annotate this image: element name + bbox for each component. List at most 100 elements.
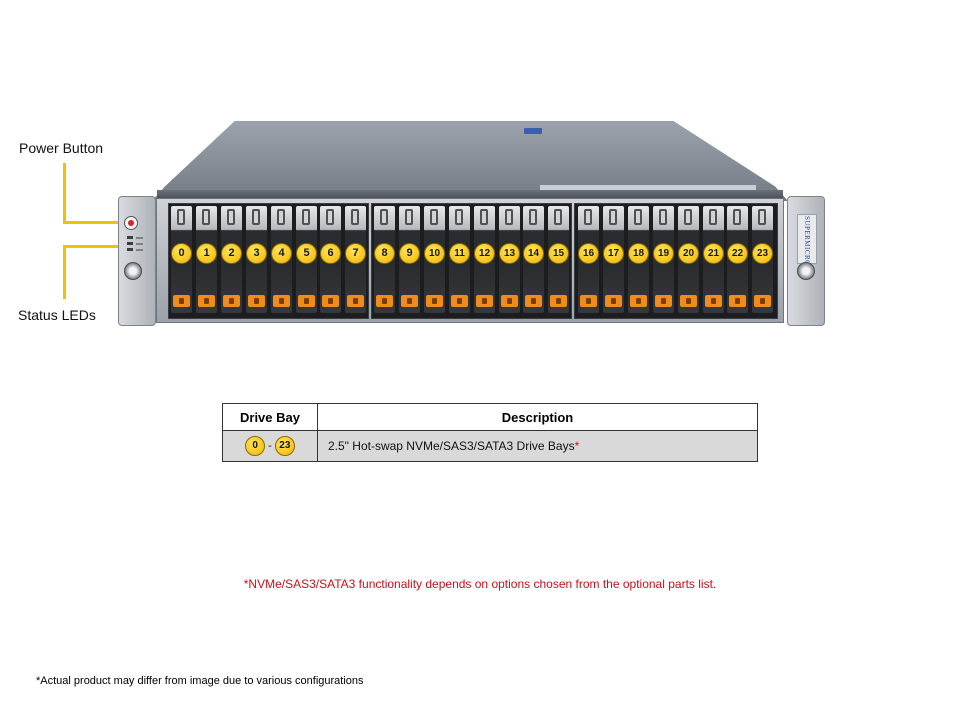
drive-bay-number: 16: [578, 243, 599, 264]
led-label-3: [136, 249, 143, 251]
drive-bay-number: 3: [246, 243, 267, 264]
drive-bay-table: Drive Bay Description 0-23 2.5" Hot-swap…: [222, 403, 758, 462]
chassis-top-rim: [157, 190, 783, 199]
chassis-top-label: [540, 185, 756, 190]
power-button[interactable]: [124, 216, 138, 230]
drive-bay-number: 6: [320, 243, 341, 264]
led-label-2: [136, 243, 143, 245]
bay-start-badge: 0: [245, 436, 266, 456]
description-asterisk: *: [574, 439, 580, 453]
table-row: 0-23 2.5" Hot-swap NVMe/SAS3/SATA3 Drive…: [222, 430, 758, 462]
status-led-1: [127, 236, 133, 239]
drive-tray-handle: [177, 209, 185, 225]
drive-release-latch[interactable]: [322, 295, 339, 307]
drive-tray-handle: [430, 209, 438, 225]
drive-release-latch[interactable]: [273, 295, 290, 307]
drive-tray-handle: [252, 209, 260, 225]
drive-tray-handle: [554, 209, 562, 225]
drive-bay-number: 5: [296, 243, 317, 264]
drive-bay-number: 12: [474, 243, 495, 264]
status-led-2: [127, 242, 133, 245]
functionality-footnote: *NVMe/SAS3/SATA3 functionality depends o…: [243, 577, 717, 591]
drive-release-latch[interactable]: [198, 295, 215, 307]
drive-tray-handle: [609, 209, 617, 225]
drive-bay-number: 22: [727, 243, 748, 264]
brand-logo: SUPERMICRO: [803, 216, 811, 262]
drive-tray-handle: [302, 209, 310, 225]
power-button-label: Power Button: [19, 140, 104, 156]
drive-bay-number: 21: [703, 243, 724, 264]
drive-bay-number: 10: [424, 243, 445, 264]
drive-release-latch[interactable]: [754, 295, 771, 307]
drive-bay-number: 8: [374, 243, 395, 264]
drive-release-latch[interactable]: [451, 295, 468, 307]
drive-tray-handle: [684, 209, 692, 225]
drive-bay-number: 2: [221, 243, 242, 264]
drive-bay-number: 15: [548, 243, 569, 264]
status-leds-leader-horizontal: [63, 245, 123, 248]
drive-bay-number: 9: [399, 243, 420, 264]
drive-release-latch[interactable]: [525, 295, 542, 307]
drive-release-latch[interactable]: [298, 295, 315, 307]
drive-tray-handle: [351, 209, 359, 225]
drive-bay-number: 1: [196, 243, 217, 264]
status-leds-label: Status LEDs: [18, 307, 96, 323]
drive-bay-number: 4: [271, 243, 292, 264]
drive-release-latch[interactable]: [501, 295, 518, 307]
drive-release-latch[interactable]: [550, 295, 567, 307]
drive-release-latch[interactable]: [401, 295, 418, 307]
drive-bay-number: 17: [603, 243, 624, 264]
drive-tray-handle: [733, 209, 741, 225]
drive-tray-handle: [505, 209, 513, 225]
bay-end-badge: 23: [274, 436, 295, 456]
drive-release-latch[interactable]: [605, 295, 622, 307]
drive-tray-handle: [405, 209, 413, 225]
drive-release-latch[interactable]: [476, 295, 493, 307]
drive-release-latch[interactable]: [630, 295, 647, 307]
drive-tray-handle: [227, 209, 235, 225]
header-description: Description: [317, 403, 758, 431]
drive-release-latch[interactable]: [729, 295, 746, 307]
drive-tray-handle: [634, 209, 642, 225]
table-header-row: Drive Bay Description: [222, 403, 758, 431]
left-rack-ear: [118, 196, 156, 326]
drive-tray-handle: [277, 209, 285, 225]
drive-bay-number: 0: [171, 243, 192, 264]
drive-tray-handle: [529, 209, 537, 225]
drive-tray-handle: [709, 209, 717, 225]
right-thumb-screw[interactable]: [797, 262, 815, 280]
description-text: 2.5" Hot-swap NVMe/SAS3/SATA3 Drive Bays: [328, 439, 575, 453]
drive-release-latch[interactable]: [223, 295, 240, 307]
product-disclaimer: *Actual product may differ from image du…: [36, 675, 364, 687]
drive-bay-number: 19: [653, 243, 674, 264]
drive-bay-number: 7: [345, 243, 366, 264]
drive-release-latch[interactable]: [173, 295, 190, 307]
drive-release-latch[interactable]: [705, 295, 722, 307]
drive-release-latch[interactable]: [426, 295, 443, 307]
drive-bay-14[interactable]: [523, 206, 544, 313]
drive-tray-handle: [480, 209, 488, 225]
drive-release-latch[interactable]: [248, 295, 265, 307]
drive-release-latch[interactable]: [655, 295, 672, 307]
description-cell: 2.5" Hot-swap NVMe/SAS3/SATA3 Drive Bays…: [317, 430, 758, 462]
drive-tray-handle: [659, 209, 667, 225]
drive-release-latch[interactable]: [580, 295, 597, 307]
drive-tray-handle: [202, 209, 210, 225]
drive-release-latch[interactable]: [347, 295, 364, 307]
status-led-3: [127, 248, 133, 251]
led-label-1: [136, 237, 143, 239]
drive-release-latch[interactable]: [680, 295, 697, 307]
power-button-leader-vertical: [63, 163, 66, 223]
drive-tray-handle: [584, 209, 592, 225]
left-thumb-screw[interactable]: [124, 262, 142, 280]
drive-bay-number: 14: [523, 243, 544, 264]
drive-tray-handle: [380, 209, 388, 225]
power-button-leader-horizontal: [63, 221, 123, 224]
drive-bay-number: 13: [499, 243, 520, 264]
drive-tray-handle: [455, 209, 463, 225]
drive-bay-number: 23: [752, 243, 773, 264]
status-leds-leader-vertical: [63, 245, 66, 299]
drive-release-latch[interactable]: [376, 295, 393, 307]
drive-bay-number: 11: [449, 243, 470, 264]
header-drive-bay: Drive Bay: [222, 403, 318, 431]
